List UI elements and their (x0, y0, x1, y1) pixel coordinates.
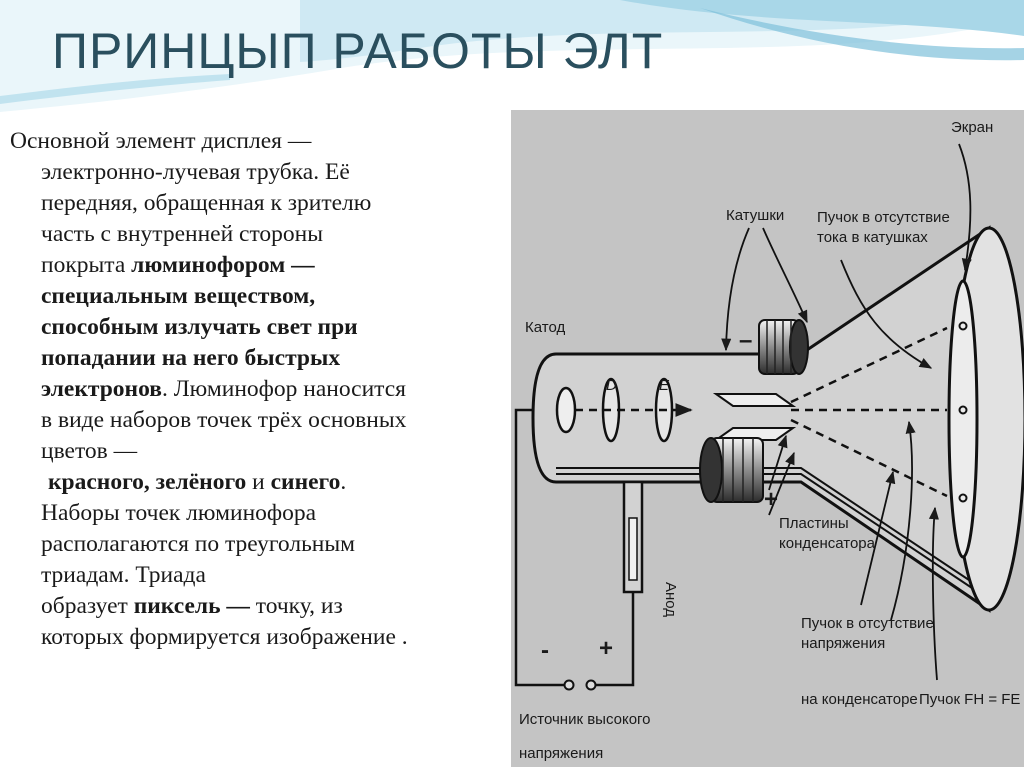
text-line: электронно-лучевая трубка. Её (41, 159, 350, 185)
label-capacitor-plates: конденсатора (779, 535, 876, 552)
text-line: передняя, обращенная к зрителю (41, 190, 372, 216)
plate-e-label: E (659, 377, 670, 394)
label-screen: Экран (951, 119, 993, 136)
text-line: специальным веществом, (10, 281, 505, 312)
screen-spot (958, 405, 968, 415)
coil-upper (758, 319, 809, 375)
text-line: Основной элемент дисплея — (10, 128, 312, 154)
text-bold: электронов (41, 376, 162, 402)
capacitor-plate-top (712, 393, 797, 407)
description-text: Основной элемент дисплея — электронно-лу… (10, 126, 505, 653)
text-line: попадании на него быстрых (10, 343, 505, 374)
plus-sign: + (764, 486, 778, 513)
text-line: образует пиксель — точку, из (10, 591, 505, 622)
text-line: Наборы точек люминофора (41, 500, 317, 526)
pointer-arrow (721, 227, 750, 352)
label-beam-no-voltage: напряжения (801, 635, 885, 652)
label-coils: Катушки (726, 207, 784, 224)
text-bold: люминофором — (131, 252, 315, 278)
text-fragment: точку, из (249, 593, 343, 619)
label-cathode: Катод (525, 319, 565, 336)
crt-tube-inner-line (556, 473, 982, 595)
pointer-arrow (768, 451, 795, 516)
text-line: красного, зелёного и синего. (10, 467, 505, 498)
screen-spot (958, 321, 968, 331)
text-bold: специальным веществом, (41, 283, 316, 309)
beam-deflected-down (790, 418, 948, 498)
text-bold: попадании на него быстрых (41, 345, 341, 371)
text-line: в виде наборов точек трёх основных (41, 407, 407, 433)
minus-sign: – (739, 327, 752, 354)
plate-d-label: D (606, 377, 617, 394)
cathode (555, 386, 577, 434)
page-title: ПРИНЦЫП РАБОТЫ ЭЛТ (52, 23, 664, 79)
terminal-minus (563, 679, 575, 691)
pointer-arrow (958, 143, 972, 272)
text-line: способным излучать свет при (10, 312, 505, 343)
label-beam-no-current: тока в катушках (817, 229, 928, 246)
text-bold: синего (270, 469, 341, 495)
text-fragment: образует (41, 593, 134, 619)
text-line: которых формируется изображение . (41, 624, 408, 650)
pointer-arrow (762, 227, 808, 324)
pointer-arrow (928, 506, 939, 681)
label-hv-source: Источник высокого (519, 711, 651, 728)
circuit-wire (514, 408, 569, 687)
text-fragment: и (246, 469, 271, 495)
label-capacitor-plates: Пластины (779, 515, 849, 532)
label-anode: Анод (662, 582, 679, 617)
text-line: располагаются по треугольным (41, 531, 356, 557)
crt-diagram: D E – + - + Экран Катушки Пучок в отсутс… (511, 110, 1024, 767)
text-line: часть с внутренней стороны (41, 221, 324, 247)
screen-phosphor (947, 279, 979, 559)
pointer-arrow (840, 259, 933, 369)
text-bold: пиксель — (133, 593, 250, 619)
header-wave-decoration (0, 0, 1024, 112)
text-fragment: . (340, 469, 347, 495)
text-bold: красного, зелёного (48, 469, 247, 495)
label-beam-no-voltage: на конденсаторе (801, 691, 918, 708)
screen-spot (958, 493, 968, 503)
text-fragment: . Люминофор наносится (161, 376, 406, 402)
text-line: триадам. Триада (41, 562, 206, 588)
text-line: цветов — (41, 438, 138, 464)
beam-deflected-up (790, 326, 948, 404)
anode-pin (628, 517, 638, 581)
text-line: электронов. Люминофор наносится (10, 374, 505, 405)
label-beam-no-current: Пучок в отсутствие (817, 209, 950, 226)
text-fragment: покрыта (41, 252, 132, 278)
terminal-plus (585, 679, 597, 691)
coil-lower (699, 437, 764, 503)
pointer-arrow (860, 470, 896, 606)
label-beam-no-voltage: Пучок в отсутствие (801, 615, 934, 632)
circuit-wire (591, 592, 635, 687)
source-minus: - (541, 637, 549, 664)
pointer-arrow (890, 420, 916, 621)
label-beam-fh-fe: Пучок FH = FE (919, 691, 1020, 708)
pointer-arrow (768, 434, 788, 491)
source-plus: + (599, 635, 613, 662)
label-hv-source: напряжения (519, 745, 603, 762)
text-line: покрыта люминофором — (10, 250, 505, 281)
crt-tube-inner-line (556, 467, 982, 589)
text-bold: способным излучать свет при (41, 314, 358, 340)
